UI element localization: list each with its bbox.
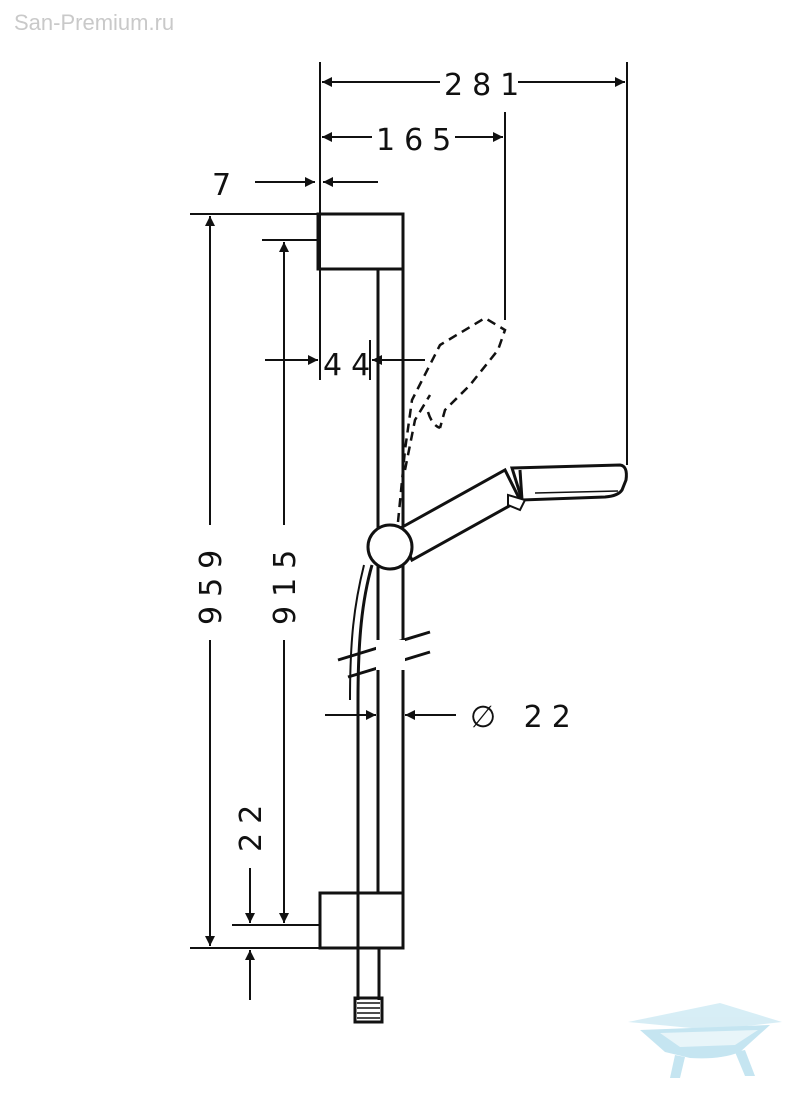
dim-rail-diameter: ∅ 22	[470, 700, 580, 735]
slider-knob	[366, 523, 414, 571]
dim-bracket-offset: 7	[212, 168, 240, 203]
shower-hose	[356, 564, 374, 948]
bottom-wall-bracket	[318, 891, 405, 950]
bathtub-logo-icon	[628, 1003, 782, 1078]
rail-break-marks	[337, 630, 431, 679]
dim-bottom-offset: 22	[234, 796, 269, 852]
tilted-handshower-dashed	[396, 316, 507, 523]
dimension-lines	[190, 62, 628, 1000]
dim-overall-height: 959	[194, 541, 229, 625]
dim-rail-height: 915	[268, 541, 303, 625]
dim-rail-offset: 44	[323, 348, 379, 383]
handshower-head	[509, 463, 628, 502]
shower-set-outline	[316, 212, 628, 1024]
dim-head-reach: 165	[376, 123, 460, 158]
slide-rail	[376, 269, 405, 893]
dim-total-width: 281	[444, 68, 528, 103]
top-wall-bracket	[316, 212, 405, 271]
site-watermark: San-Premium.ru	[14, 10, 175, 35]
handshower-handle	[395, 467, 522, 563]
hose-connector	[353, 996, 384, 1024]
